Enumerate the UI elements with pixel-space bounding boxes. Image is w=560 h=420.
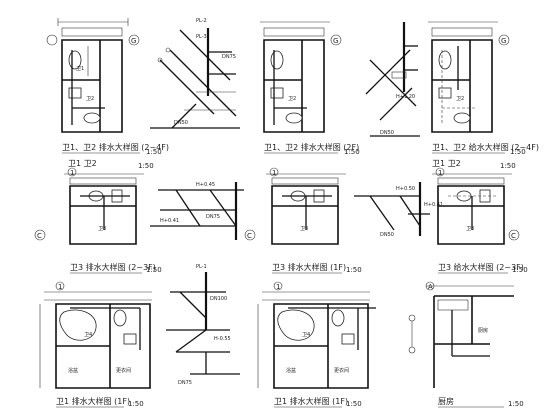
axis-marker: 1 (58, 283, 62, 291)
caption-8-scale: 1:50 (346, 400, 362, 408)
plan-4-wei3-drain: 卫3 C 1 卫3 排水大样图 (2~3F) 1:50 (34, 167, 162, 274)
pipe-label: H+0.50 (396, 186, 415, 192)
caption-6-scale: 1:50 (512, 266, 528, 274)
pipe-label: DN75 (206, 214, 220, 220)
caption-9: 厨房 (438, 396, 454, 406)
caption-4-scale: 1:50 (146, 266, 162, 274)
room-label: 卫1 (76, 66, 84, 72)
isometric-1: PL-2 PL-3 DN50 DN75 (150, 18, 240, 129)
plan-7-wei1-drain-1f: 卫4 浴盆 更衣间 1 卫1 排水大样图 (1F) 1:50 (39, 281, 152, 408)
plan-1-drain-2-4f: 卫2 卫1 G 卫1、卫2 排水大样图 (2~4F) 1:50 (46, 18, 169, 156)
axis-marker: 1 (276, 283, 280, 291)
axis-marker: 1 (438, 169, 442, 177)
pipe-label: PL-2 (196, 18, 207, 24)
pipe-label: DN75 (178, 380, 192, 386)
caption-8: 卫1 排水大样图 (1F) (274, 396, 348, 406)
caption-9-scale: 1:50 (508, 400, 524, 408)
room-label: 卫3 (98, 226, 106, 232)
axis-marker: C (511, 232, 516, 240)
room-label: 卫2 (86, 96, 94, 102)
caption-1: 卫1、卫2 排水大样图 (2~4F) (62, 142, 169, 152)
room-label: 厨房 (478, 327, 488, 334)
axis-marker: C (37, 232, 42, 240)
axis-marker: A (428, 283, 433, 291)
plan-8-wei1-drain-1f: 卫4 浴盆 更衣间 1 卫1 排水大样图 (1F) 1:50 (257, 281, 376, 408)
pipe-label: H+0.41 (424, 202, 443, 208)
axis-marker: G (131, 37, 136, 45)
riser-markers (408, 314, 416, 354)
caption-2: 卫1、卫2 排水大样图 (2F) (264, 142, 359, 152)
room-label: 浴盆 (68, 367, 78, 374)
pipe-label: H+0.45 (196, 182, 215, 188)
subcaption-1-scale: 1:50 (138, 162, 154, 170)
room-label: 卫3 (466, 226, 474, 232)
pipe-label: PL-3 (196, 34, 207, 40)
pipe-label: DN75 (222, 54, 236, 60)
caption-5: 卫3 排水大样图 (1F) (272, 262, 346, 272)
pipe-label: H+1.20 (396, 94, 415, 100)
subcaption-2-scale: 1:50 (500, 162, 516, 170)
subcaption-1: 卫1 卫2 (68, 159, 97, 168)
room-label: 更衣间 (334, 367, 349, 374)
isometric-5: PL-1 DN100 H-0.55 DN75 (166, 264, 240, 386)
plan-5-wei3-drain-1f: 卫3 C 1 卫3 排水大样图 (1F) 1:50 (244, 167, 362, 274)
pipe-label: DN50 (380, 130, 394, 136)
isometric-3: H+0.45 H+0.41 DN75 (150, 182, 244, 240)
room-label: 卫3 (300, 226, 308, 232)
isometric-2: DN50 H+1.20 (365, 22, 420, 137)
caption-7-scale: 1:50 (128, 400, 144, 408)
plan-9-kitchen: A 厨房 厨房 1:50 (425, 281, 524, 408)
pipe-label: PL-1 (196, 264, 207, 270)
caption-2-scale: 1:50 (344, 148, 360, 156)
caption-6: 卫3 给水大样图 (2~3F) (438, 262, 524, 272)
room-label: 更衣间 (116, 367, 131, 374)
plan-3-supply-2-4f: 卫2 G 卫1、卫2 给水大样图 (2~4F) 1:50 (428, 21, 539, 156)
caption-1-scale: 1:50 (146, 148, 162, 156)
room-label: 卫2 (288, 96, 296, 102)
pipe-label: DN50 (174, 120, 188, 126)
pipe-label: DN100 (210, 296, 227, 302)
axis-marker: 1 (272, 169, 276, 177)
room-label: 浴盆 (286, 367, 296, 374)
caption-3: 卫1、卫2 给水大样图 (2~4F) (432, 142, 539, 152)
isometric-4: H+0.50 H+0.41 DN50 (354, 182, 443, 238)
caption-4: 卫3 排水大样图 (2~3F) (70, 262, 156, 272)
pipe-label: DN50 (380, 232, 394, 238)
room-label: 卫4 (84, 332, 92, 338)
axis-marker: G (501, 37, 506, 45)
caption-5-scale: 1:50 (346, 266, 362, 274)
caption-3-scale: 1:50 (510, 148, 526, 156)
pipe-label: H+0.41 (160, 218, 179, 224)
pipe-label: H-0.55 (214, 336, 231, 342)
caption-7: 卫1 排水大样图 (1F) (56, 396, 130, 406)
subcaption-2: 卫1 卫2 (432, 159, 461, 168)
axis-marker: 1 (70, 169, 74, 177)
axis-marker: G (333, 37, 338, 45)
plan-2-drain-2f: 卫2 G 卫1、卫2 排水大样图 (2F) 1:50 (260, 21, 360, 156)
axis-marker: C (247, 232, 252, 240)
room-label: 卫2 (456, 96, 464, 102)
plan-6-wei3-supply: 卫3 C 1 卫3 给水大样图 (2~3F) 1:50 (432, 167, 528, 274)
room-label: 卫4 (302, 332, 310, 338)
